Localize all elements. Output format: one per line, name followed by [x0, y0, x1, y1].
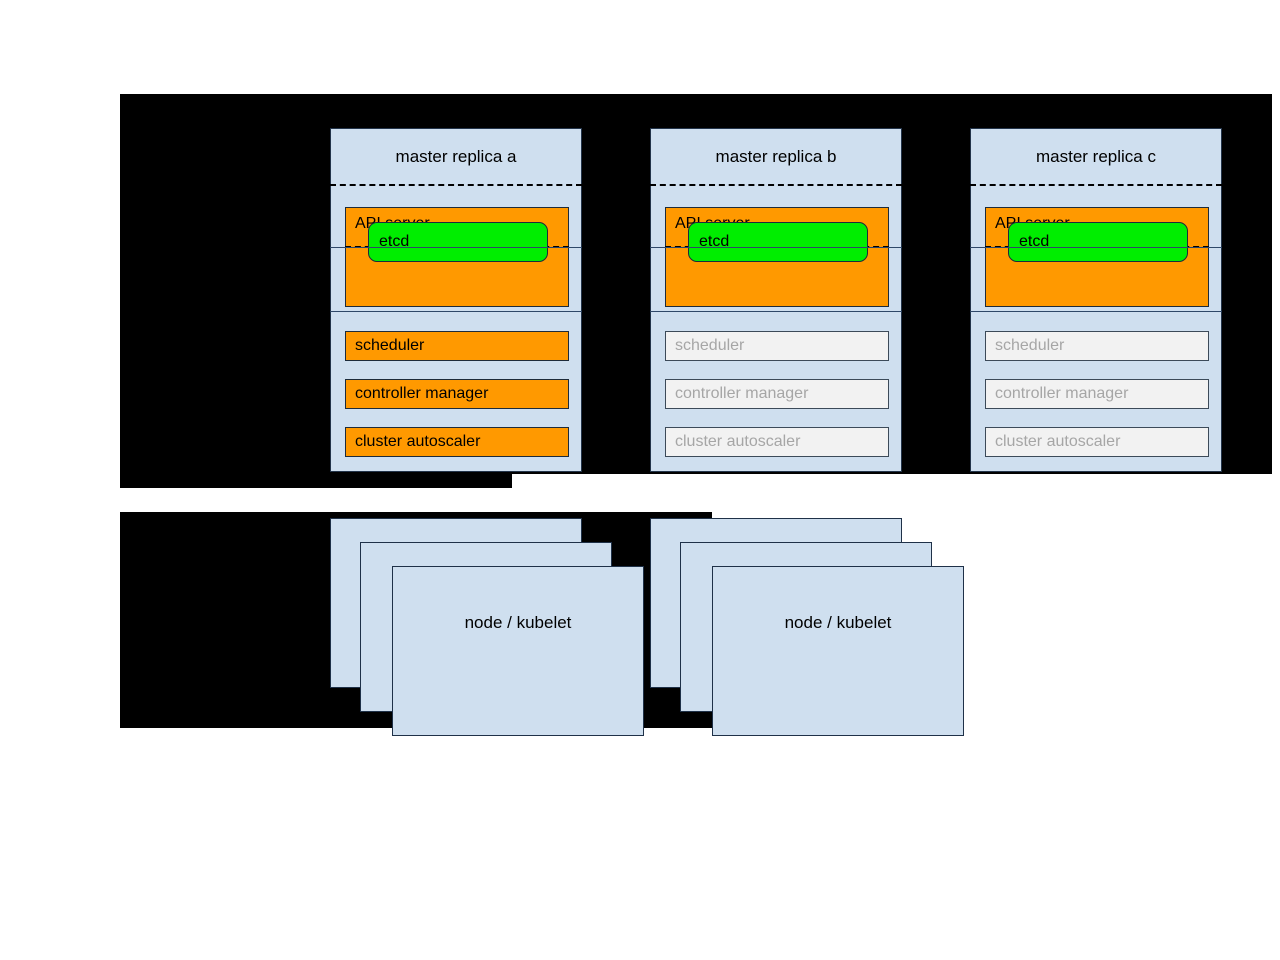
replica-c-rule-top — [970, 247, 1222, 248]
replica-b-rule-top — [650, 247, 902, 248]
replica-a-rule-bottom — [330, 311, 582, 312]
master-replica-a-divider — [330, 184, 582, 186]
master-replica-a[interactable]: master replica a API server etcd schedul… — [330, 128, 582, 472]
etcd-box-c[interactable]: etcd — [1008, 222, 1188, 262]
api-server-box-c[interactable]: API server etcd — [985, 207, 1209, 307]
api-server-box-b[interactable]: API server etcd — [665, 207, 889, 307]
cluster-autoscaler-a[interactable]: cluster autoscaler — [345, 427, 569, 457]
node-kubelet-label-2: node / kubelet — [784, 613, 892, 632]
controller-manager-c[interactable]: controller manager — [985, 379, 1209, 409]
etcd-box-a[interactable]: etcd — [368, 222, 548, 262]
master-replica-b-divider — [650, 184, 902, 186]
scheduler-a[interactable]: scheduler — [345, 331, 569, 361]
master-replica-b[interactable]: master replica b API server etcd schedul… — [650, 128, 902, 472]
controller-manager-a[interactable]: controller manager — [345, 379, 569, 409]
controller-manager-b[interactable]: controller manager — [665, 379, 889, 409]
master-replica-c-title: master replica c — [1036, 147, 1156, 166]
master-replica-c[interactable]: master replica c API server etcd schedul… — [970, 128, 1222, 472]
replica-c-rule-bottom — [970, 311, 1222, 312]
master-replica-b-title: master replica b — [715, 147, 837, 166]
master-replica-a-title: master replica a — [395, 147, 517, 166]
api-server-box-a[interactable]: API server etcd — [345, 207, 569, 307]
etcd-box-b[interactable]: etcd — [688, 222, 868, 262]
node-card-front[interactable]: node / kubelet — [712, 566, 964, 736]
scheduler-c[interactable]: scheduler — [985, 331, 1209, 361]
replica-b-rule-bottom — [650, 311, 902, 312]
master-replica-c-divider — [970, 184, 1222, 186]
node-kubelet-label-1: node / kubelet — [464, 613, 572, 632]
replica-a-rule-top — [330, 247, 582, 248]
scheduler-b[interactable]: scheduler — [665, 331, 889, 361]
backdrop-plate-middle — [120, 474, 512, 488]
cluster-autoscaler-b[interactable]: cluster autoscaler — [665, 427, 889, 457]
cluster-autoscaler-c[interactable]: cluster autoscaler — [985, 427, 1209, 457]
node-card-front[interactable]: node / kubelet — [392, 566, 644, 736]
